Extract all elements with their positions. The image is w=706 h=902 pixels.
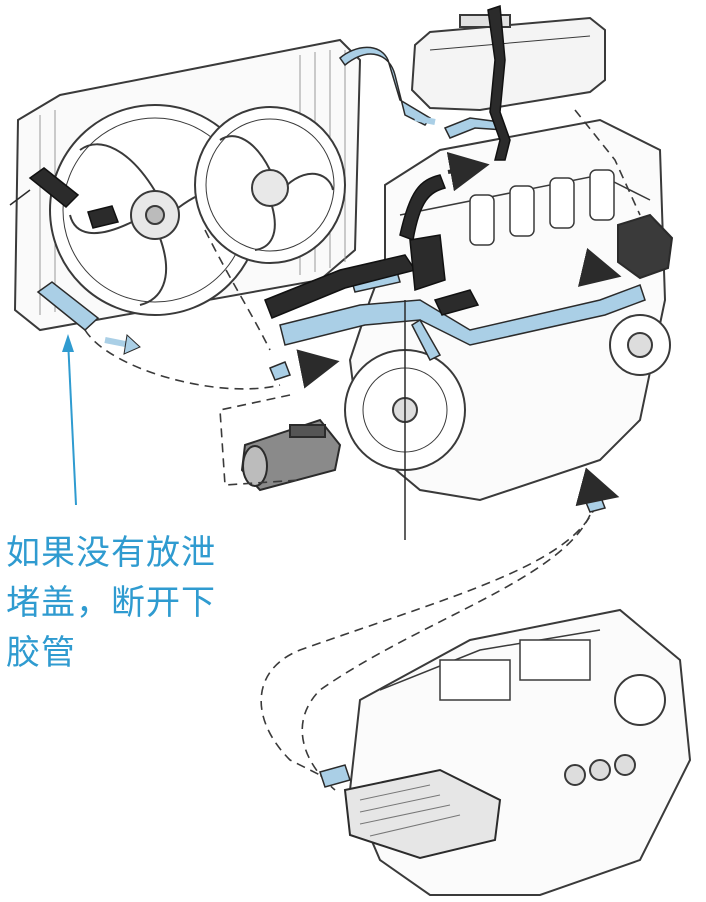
engine-block [344, 118, 671, 502]
annotation-label: 如果没有放泄 堵盖，断开下 胶管 [6, 528, 246, 678]
expansion-tank [410, 14, 606, 112]
radiator-fan-right [194, 106, 346, 264]
annotation-line-3: 胶管 [6, 633, 76, 673]
thermostat-housing [617, 213, 674, 280]
coolant-hoses-dark [28, 4, 511, 319]
radiator-fan-left [49, 104, 261, 316]
hose-routing-dashed [84, 109, 641, 791]
flow-arrows [104, 115, 622, 507]
heater-core [343, 768, 502, 860]
annotation-line-1: 如果没有放泄 [6, 533, 216, 573]
coolant-hoses-light [36, 46, 646, 788]
leader-lines [9, 189, 406, 540]
coolant-component [240, 418, 342, 492]
annotation-line-2: 堵盖，断开下 [6, 583, 216, 623]
